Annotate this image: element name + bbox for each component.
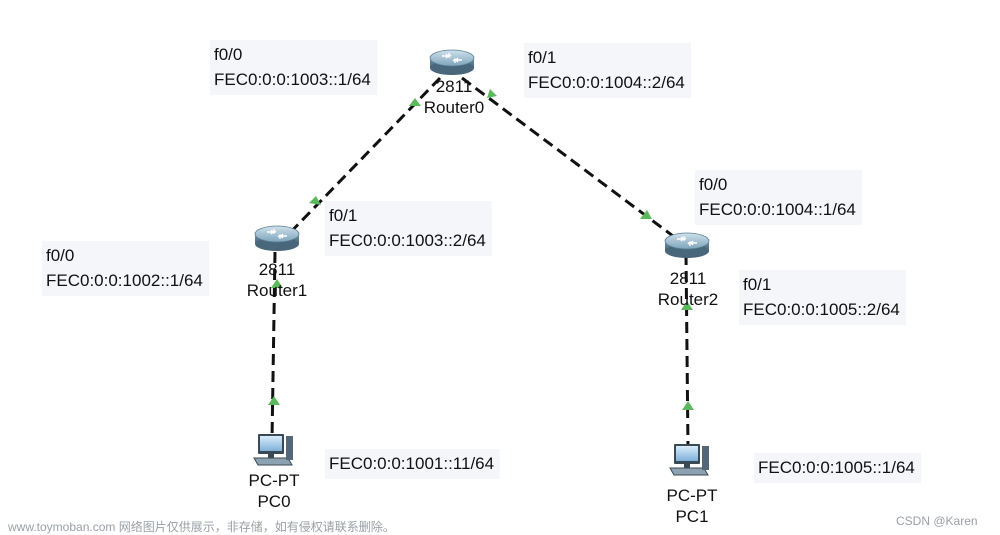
router2-label: 2811 Router2 — [658, 268, 718, 310]
note-address: FEC0:0:0:1005::2/64 — [743, 300, 900, 319]
watermark-left: www.toymoban.com 网络图片仅供展示，非存储，如有侵权请联系删除。 — [8, 520, 395, 534]
pc0-name: PC0 — [257, 492, 291, 511]
note-pc1-address[interactable]: FEC0:0:0:1005::1/64 — [754, 453, 921, 483]
link-up-indicator — [409, 98, 421, 106]
pc1-label: PC-PT PC1 — [667, 485, 718, 527]
router1-model: 2811 — [258, 260, 296, 279]
watermark-right: CSDN @Karen — [896, 514, 978, 528]
pc1-model: PC-PT — [666, 486, 718, 505]
note-iface: f0/1 — [743, 275, 772, 294]
router2-model: 2811 — [669, 269, 707, 288]
router-icon[interactable] — [664, 232, 710, 258]
link-router2-pc1[interactable] — [684, 253, 690, 449]
pc0-label: PC-PT PC0 — [249, 470, 300, 512]
router-icon[interactable] — [254, 225, 300, 251]
note-router2-f00[interactable]: f0/0 FEC0:0:0:1004::1/64 — [695, 170, 862, 225]
note-router0-f01[interactable]: f0/1 FEC0:0:0:1004::2/64 — [524, 43, 691, 98]
pc1-name: PC1 — [675, 507, 709, 526]
note-pc0-address[interactable]: FEC0:0:0:1001::11/64 — [325, 449, 501, 479]
router1-label: 2811 Router1 — [247, 259, 307, 301]
pc0-model: PC-PT — [248, 471, 300, 490]
note-address: FEC0:0:0:1003::2/64 — [329, 231, 486, 250]
router0-model: 2811 — [435, 77, 473, 96]
pc-icon[interactable] — [669, 444, 709, 476]
link-up-indicator — [268, 396, 280, 405]
router2-name: Router2 — [657, 290, 719, 309]
note-address: FEC0:0:0:1005::1/64 — [758, 458, 915, 477]
note-iface: f0/1 — [528, 48, 557, 67]
note-iface: f0/0 — [699, 175, 728, 194]
router0-name: Router0 — [423, 98, 485, 117]
pc-icon[interactable] — [253, 434, 293, 466]
note-iface: f0/0 — [214, 45, 243, 64]
link-up-indicator — [682, 401, 694, 410]
link-up-indicator — [640, 210, 652, 219]
router1-name: Router1 — [246, 281, 308, 300]
note-iface: f0/0 — [46, 246, 75, 265]
note-router1-f01[interactable]: f0/1 FEC0:0:0:1003::2/64 — [325, 201, 492, 256]
note-router2-f01[interactable]: f0/1 FEC0:0:0:1005::2/64 — [739, 270, 906, 325]
note-router1-f00[interactable]: f0/0 FEC0:0:0:1002::1/64 — [42, 241, 209, 296]
note-address: FEC0:0:0:1003::1/64 — [214, 70, 371, 89]
note-address: FEC0:0:0:1001::11/64 — [329, 454, 495, 473]
note-address: FEC0:0:0:1004::1/64 — [699, 200, 856, 219]
link-up-indicator — [309, 196, 321, 205]
link-router1-pc0[interactable] — [270, 251, 277, 441]
link-up-indicator — [271, 279, 283, 288]
note-address: FEC0:0:0:1004::2/64 — [528, 73, 685, 92]
router-icon[interactable] — [429, 49, 475, 75]
note-router0-f00[interactable]: f0/0 FEC0:0:0:1003::1/64 — [210, 40, 377, 95]
link-up-indicator — [681, 301, 693, 310]
note-address: FEC0:0:0:1002::1/64 — [46, 271, 203, 290]
link-up-indicator — [487, 89, 497, 98]
router0-label: 2811 Router0 — [424, 76, 484, 118]
note-iface: f0/1 — [329, 206, 358, 225]
